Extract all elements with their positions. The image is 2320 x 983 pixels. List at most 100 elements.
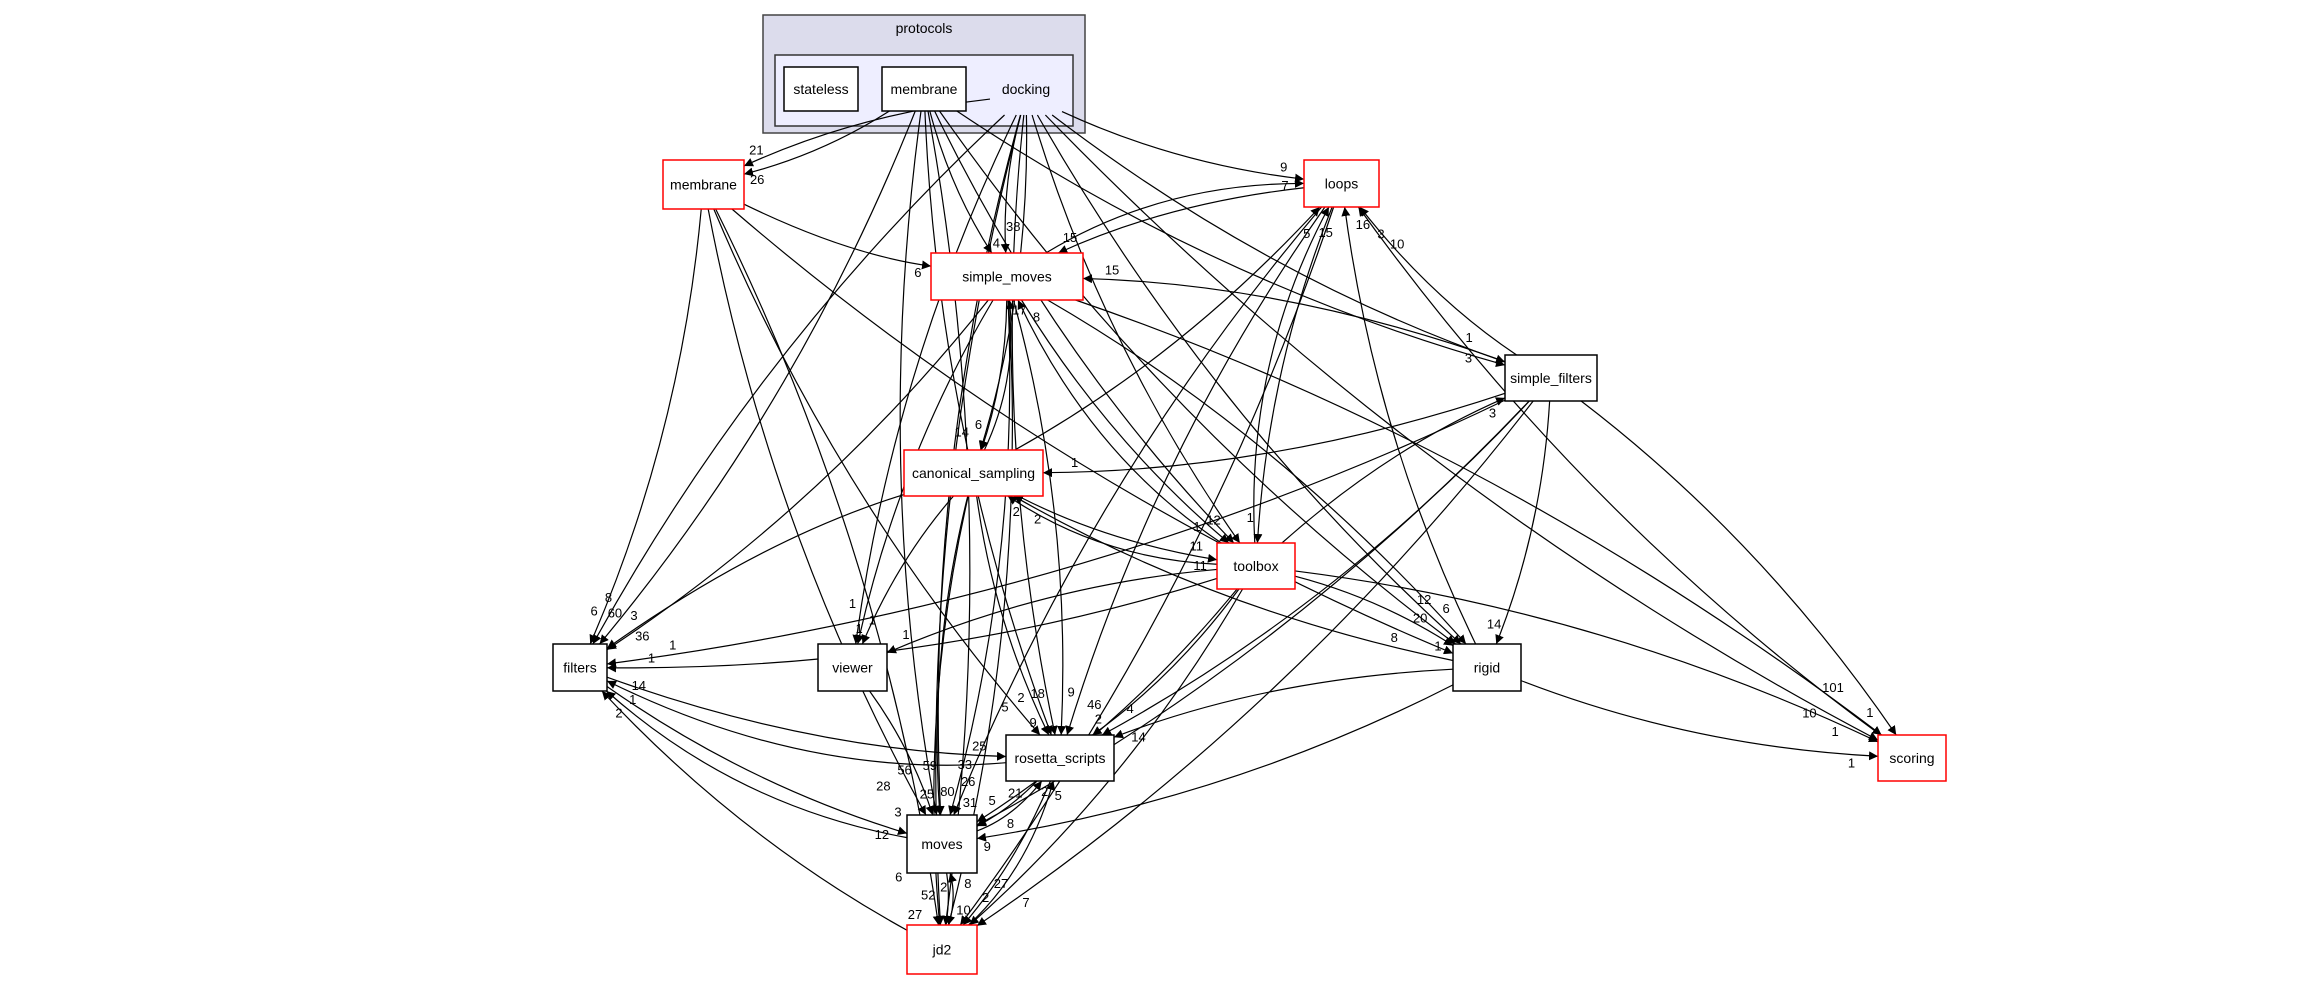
edge-label[interactable]: 2	[982, 890, 989, 905]
edge-label[interactable]: 8	[1033, 309, 1040, 324]
edge-simple_moves-to-scoring[interactable]	[1075, 299, 1882, 736]
edge-label[interactable]: 15	[1063, 230, 1077, 245]
edge-toolbox-to-loops[interactable]	[1253, 206, 1330, 544]
edge-docking-to-scoring[interactable]	[1044, 114, 1879, 741]
edge-toolbox-to-scoring[interactable]	[1294, 570, 1879, 743]
edge-label[interactable]: 9	[984, 839, 991, 854]
edge-rigid-to-moves[interactable]	[976, 684, 1454, 842]
edge-toolbox-to-rigid[interactable]	[1294, 575, 1454, 647]
edge-membrane-to-filters[interactable]	[589, 208, 702, 645]
edge-label[interactable]: 25	[972, 738, 986, 753]
edge-canonical_sampling-to-viewer[interactable]	[861, 495, 954, 645]
edge-label[interactable]: 27	[908, 907, 922, 922]
edge-label[interactable]: 1	[1848, 756, 1855, 771]
edge-label[interactable]: 2	[1034, 512, 1041, 527]
edge-label[interactable]: 1	[1071, 455, 1078, 470]
edge-label[interactable]: 17	[1012, 302, 1026, 317]
edge-label[interactable]: 3	[630, 608, 637, 623]
edge-canonical_sampling-to-rosetta_scripts[interactable]	[976, 495, 1050, 736]
edge-label[interactable]: 8	[964, 876, 971, 891]
edge-membrane_in-to-toolbox[interactable]	[934, 110, 1235, 544]
edge-label[interactable]: 7	[1022, 895, 1029, 910]
edge-label[interactable]: 3	[1377, 226, 1384, 241]
edge-label[interactable]: 6	[1443, 601, 1450, 616]
edge-simple_filters-to-simple_moves[interactable]	[1082, 274, 1506, 363]
node-jd2[interactable]: jd2	[906, 924, 978, 975]
node-simple_filters[interactable]: simple_filters	[1504, 354, 1598, 402]
edge-label[interactable]: 8	[1391, 630, 1398, 645]
node-moves[interactable]: moves	[906, 814, 978, 874]
edge-label[interactable]: 31	[963, 795, 977, 810]
edge-label[interactable]: 52	[921, 887, 935, 902]
node-filters[interactable]: filters	[552, 643, 608, 692]
edge-jd2-to-filters[interactable]	[601, 690, 908, 931]
edge-canonical_sampling-to-filters[interactable]	[606, 493, 905, 649]
edge-label[interactable]: 10	[1390, 236, 1404, 251]
edge-label[interactable]: 9	[1068, 684, 1075, 699]
edge-label[interactable]: 1	[1465, 330, 1472, 345]
edge-docking-to-jd2[interactable]	[935, 114, 1022, 926]
edge-simple_moves-to-rigid[interactable]	[1047, 299, 1467, 645]
edge-simple_moves-to-toolbox[interactable]	[1020, 299, 1230, 544]
node-scoring[interactable]: scoring	[1877, 734, 1947, 782]
edge-label[interactable]: 33	[958, 757, 972, 772]
edge-label[interactable]: 1	[849, 596, 856, 611]
edge-label[interactable]: 10	[1802, 705, 1816, 720]
edge-label[interactable]: 5	[1055, 788, 1062, 803]
edge-label[interactable]: 46	[1087, 697, 1101, 712]
edge-label[interactable]: 11	[1193, 558, 1207, 573]
edge-membrane-to-rosetta_scripts[interactable]	[713, 208, 1041, 736]
edge-label[interactable]: 5	[1303, 226, 1310, 241]
edge-membrane-to-simple_moves[interactable]	[743, 203, 932, 270]
edge-docking-to-toolbox[interactable]	[1031, 114, 1241, 544]
edge-label[interactable]: 18	[1030, 686, 1044, 701]
edge-label[interactable]: 4	[993, 236, 1000, 251]
edge-membrane_in-to-filters[interactable]	[599, 110, 916, 645]
edge-membrane_in-to-rosetta_scripts[interactable]	[924, 110, 1053, 736]
edge-label[interactable]: 12	[1206, 513, 1220, 528]
edge-canonical_sampling-to-loops[interactable]	[1014, 206, 1321, 451]
node-rosetta_scripts[interactable]: rosetta_scripts	[1005, 734, 1115, 782]
edge-label[interactable]: 8	[605, 590, 612, 605]
edge-docking-to-simple_filters[interactable]	[1051, 114, 1506, 364]
edge-filters-to-rosetta_scripts[interactable]	[606, 676, 1007, 761]
edge-rosetta_scripts-to-moves[interactable]	[976, 780, 1038, 827]
edge-loops-to-rosetta_scripts[interactable]	[1065, 206, 1326, 736]
edge-label[interactable]: 56	[897, 762, 911, 777]
edge-rosetta_scripts-to-jd2[interactable]	[962, 780, 1052, 926]
edge-label[interactable]: 3	[1489, 405, 1496, 420]
edge-label[interactable]: 15	[1318, 225, 1332, 240]
edge-label[interactable]: 6	[895, 870, 902, 885]
edge-membrane_in-to-membrane[interactable]	[743, 110, 890, 177]
edge-label[interactable]: 1	[648, 651, 655, 666]
node-loops[interactable]: loops	[1303, 159, 1380, 208]
edge-scoring-to-loops[interactable]	[1357, 206, 1881, 736]
edge-label[interactable]: 59	[923, 758, 937, 773]
edge-label[interactable]: 12	[1417, 592, 1431, 607]
edge-label[interactable]: 1	[669, 637, 676, 652]
edge-label[interactable]: 25	[920, 786, 934, 801]
edge-label[interactable]: 3	[1465, 350, 1472, 365]
edge-docking-to-rigid[interactable]	[1036, 114, 1462, 645]
edge-label[interactable]: 1	[1247, 510, 1254, 525]
edge-simple_filters-to-filters[interactable]	[606, 399, 1506, 668]
edge-loops-to-simple_moves[interactable]	[1058, 187, 1305, 254]
edge-label[interactable]: 7	[1281, 178, 1288, 193]
edge-toolbox-to-jd2[interactable]	[969, 588, 1244, 926]
edge-toolbox-to-rosetta_scripts[interactable]	[1092, 588, 1240, 736]
edge-label[interactable]: 2	[1013, 504, 1020, 519]
edge-label[interactable]: 21	[749, 143, 763, 158]
edge-label[interactable]: 1	[1434, 639, 1441, 654]
edge-membrane_in-to-simple_filters[interactable]	[956, 110, 1506, 368]
edge-label[interactable]: 2	[1017, 690, 1024, 705]
edge-simple_filters-to-scoring[interactable]	[1580, 400, 1897, 736]
edge-toolbox-to-filters[interactable]	[606, 577, 1218, 673]
edge-label[interactable]: 2	[940, 880, 947, 895]
edge-label[interactable]: 20	[1413, 611, 1427, 626]
edge-label[interactable]: 60	[608, 606, 622, 621]
edge-rigid-to-canonical_sampling[interactable]	[1013, 495, 1454, 662]
edge-label[interactable]: 1	[869, 612, 876, 627]
edge-label[interactable]: 5	[1001, 700, 1008, 715]
node-canonical_sampling[interactable]: canonical_sampling	[903, 449, 1044, 497]
edge-simple_filters-to-canonical_sampling[interactable]	[1042, 392, 1506, 478]
